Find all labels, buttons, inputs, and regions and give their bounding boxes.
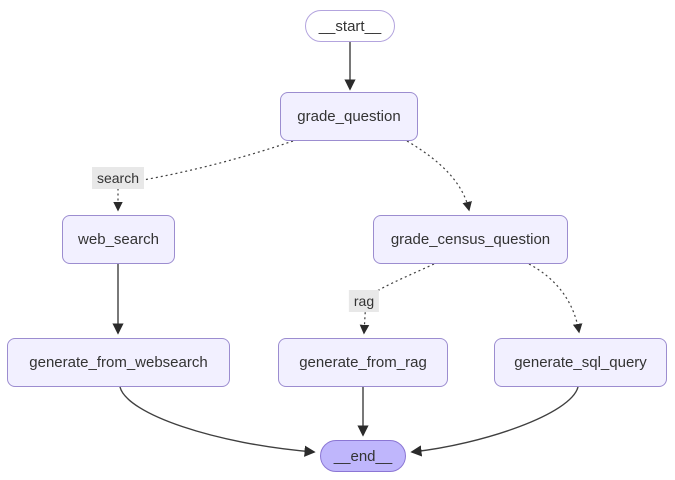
node-generate_sql_query: generate_sql_query [494, 338, 667, 387]
edge-label-rag: rag [348, 290, 380, 312]
node-end: __end__ [320, 440, 406, 472]
node-grade_census_question: grade_census_question [373, 215, 568, 264]
node-web_search: web_search [62, 215, 175, 264]
node-generate_from_websearch: generate_from_websearch [7, 338, 230, 387]
edge-grade_question-to-grade_census_question [406, 140, 472, 212]
node-start: __start__ [305, 10, 395, 42]
edge-generate_from_websearch-to-end [119, 386, 316, 457]
node-grade_question: grade_question [280, 92, 418, 141]
edge-grade_census_question-to-generate_sql_query [528, 263, 583, 334]
node-generate_from_rag: generate_from_rag [278, 338, 448, 387]
edge-label-search: search [91, 167, 145, 189]
edge-grade_question-to-web_search [113, 140, 294, 212]
edge-generate_sql_query-to-end [410, 386, 579, 457]
